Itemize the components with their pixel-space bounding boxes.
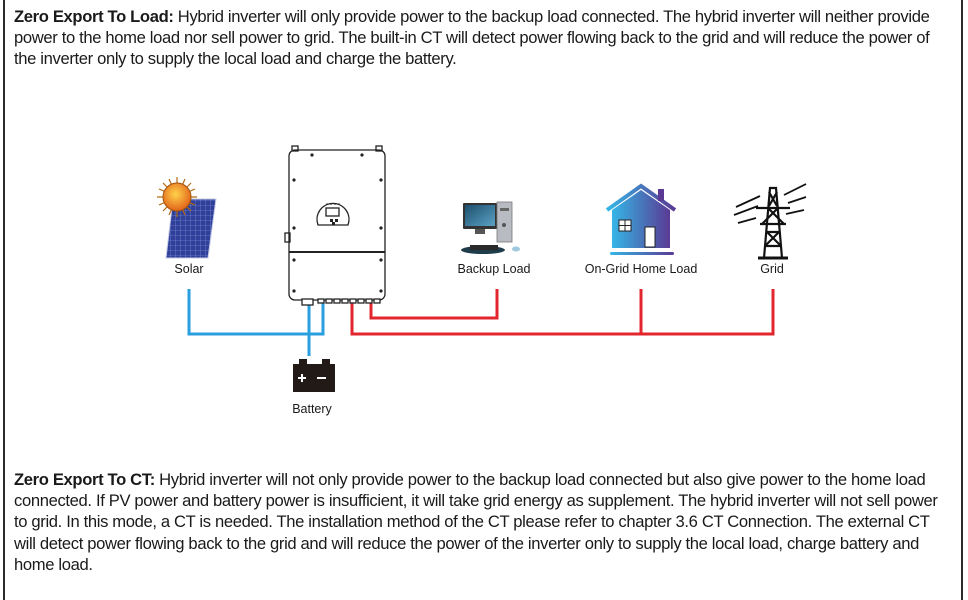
house-icon (605, 183, 677, 255)
zero-export-to-ct-text: Hybrid inverter will not only provide po… (14, 470, 938, 574)
zero-export-to-load-title: Zero Export To Load: (14, 7, 174, 26)
desktop-computer-icon (461, 201, 520, 254)
solar-label: Solar (174, 262, 204, 276)
solar-panel-icon (157, 177, 217, 259)
grid-wire (350, 289, 775, 336)
solar-to-inverter-wire (187, 289, 325, 336)
battery-icon (293, 359, 335, 392)
backup-load-wire (369, 289, 499, 320)
ac-wires (350, 289, 775, 336)
hybrid-inverter-icon (284, 145, 386, 306)
home-load-label: On-Grid Home Load (584, 262, 698, 276)
grid-label: Grid (760, 262, 784, 276)
frame-left-border (3, 0, 5, 600)
battery-label: Battery (292, 402, 332, 416)
zero-export-to-load-paragraph: Zero Export To Load: Hybrid inverter wil… (14, 6, 954, 70)
frame-right-border (961, 0, 963, 600)
transmission-tower-icon (733, 183, 807, 260)
dc-wires (187, 289, 325, 356)
zero-export-to-load-text: Hybrid inverter will only provide power … (14, 7, 930, 69)
zero-export-to-ct-paragraph: Zero Export To CT: Hybrid inverter will … (14, 469, 954, 575)
backup-load-label: Backup Load (457, 262, 531, 276)
zero-export-to-ct-title: Zero Export To CT: (14, 470, 155, 489)
